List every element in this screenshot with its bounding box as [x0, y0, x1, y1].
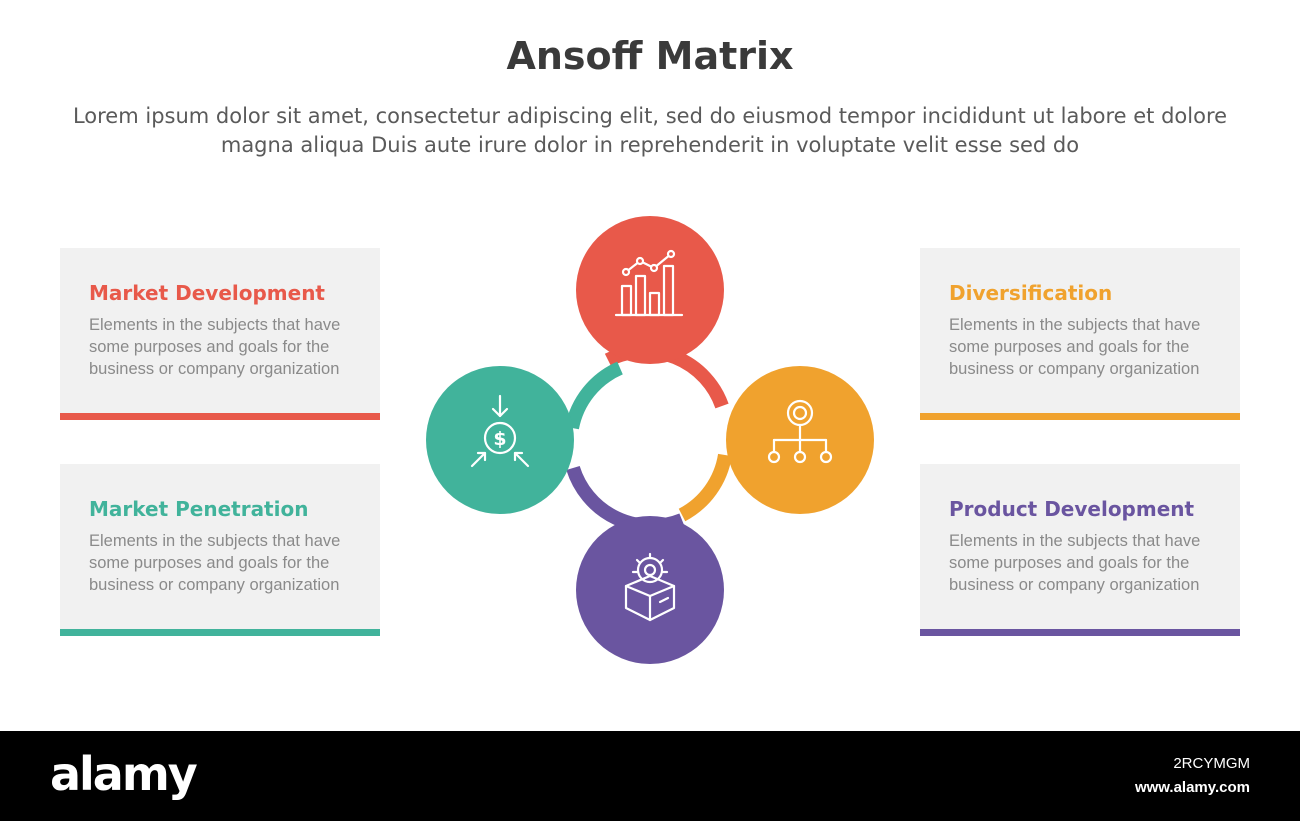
product-development-body: Elements in the subjects that have some … — [949, 532, 1201, 594]
right-node — [726, 366, 874, 514]
diversification-body: Elements in the subjects that have some … — [949, 316, 1201, 378]
market-development-accent-bar — [60, 413, 380, 420]
arc-right-bottom — [678, 453, 732, 522]
stock-footer: alamy 2RCYMGM www.alamy.com — [0, 731, 1300, 821]
svg-text:$: $ — [493, 428, 506, 450]
top-circle — [576, 216, 724, 364]
site-url: www.alamy.com — [1134, 779, 1250, 796]
bottom-node — [576, 516, 724, 664]
product-development-card: Product Development Elements in the subj… — [920, 464, 1240, 636]
diversification-accent-bar — [920, 413, 1240, 420]
product-development-heading: Product Development — [949, 497, 1195, 521]
market-development-card: Market Development Elements in the subje… — [60, 248, 380, 420]
page-title: Ansoff Matrix — [506, 34, 794, 78]
market-penetration-accent-bar — [60, 629, 380, 636]
diversification-card: Diversification Elements in the subjects… — [920, 248, 1240, 420]
diversification-heading: Diversification — [949, 281, 1113, 305]
top-node — [576, 216, 724, 364]
left-circle — [426, 366, 574, 514]
bottom-circle — [576, 516, 724, 664]
ansoff-circle-diagram: $ — [426, 216, 874, 664]
market-penetration-body: Elements in the subjects that have some … — [89, 532, 341, 594]
market-penetration-card: Market Penetration Elements in the subje… — [60, 464, 380, 636]
product-box-gear-icon — [624, 552, 676, 622]
left-node: $ — [426, 366, 574, 514]
bar-chart-growth-icon — [614, 249, 684, 317]
money-inflow-icon: $ — [470, 394, 530, 468]
market-penetration-heading: Market Penetration — [89, 497, 309, 521]
arc-bottom-left — [566, 465, 685, 533]
page-subtitle: Lorem ipsum dolor sit amet, consectetur … — [72, 104, 1228, 157]
market-development-body: Elements in the subjects that have some … — [89, 316, 341, 378]
product-development-accent-bar — [920, 629, 1240, 636]
hierarchy-icon — [767, 399, 833, 464]
market-development-heading: Market Development — [89, 281, 325, 305]
arc-left-top — [565, 361, 623, 430]
alamy-logo: alamy — [50, 747, 198, 801]
image-id: 2RCYMGM — [1173, 755, 1250, 772]
